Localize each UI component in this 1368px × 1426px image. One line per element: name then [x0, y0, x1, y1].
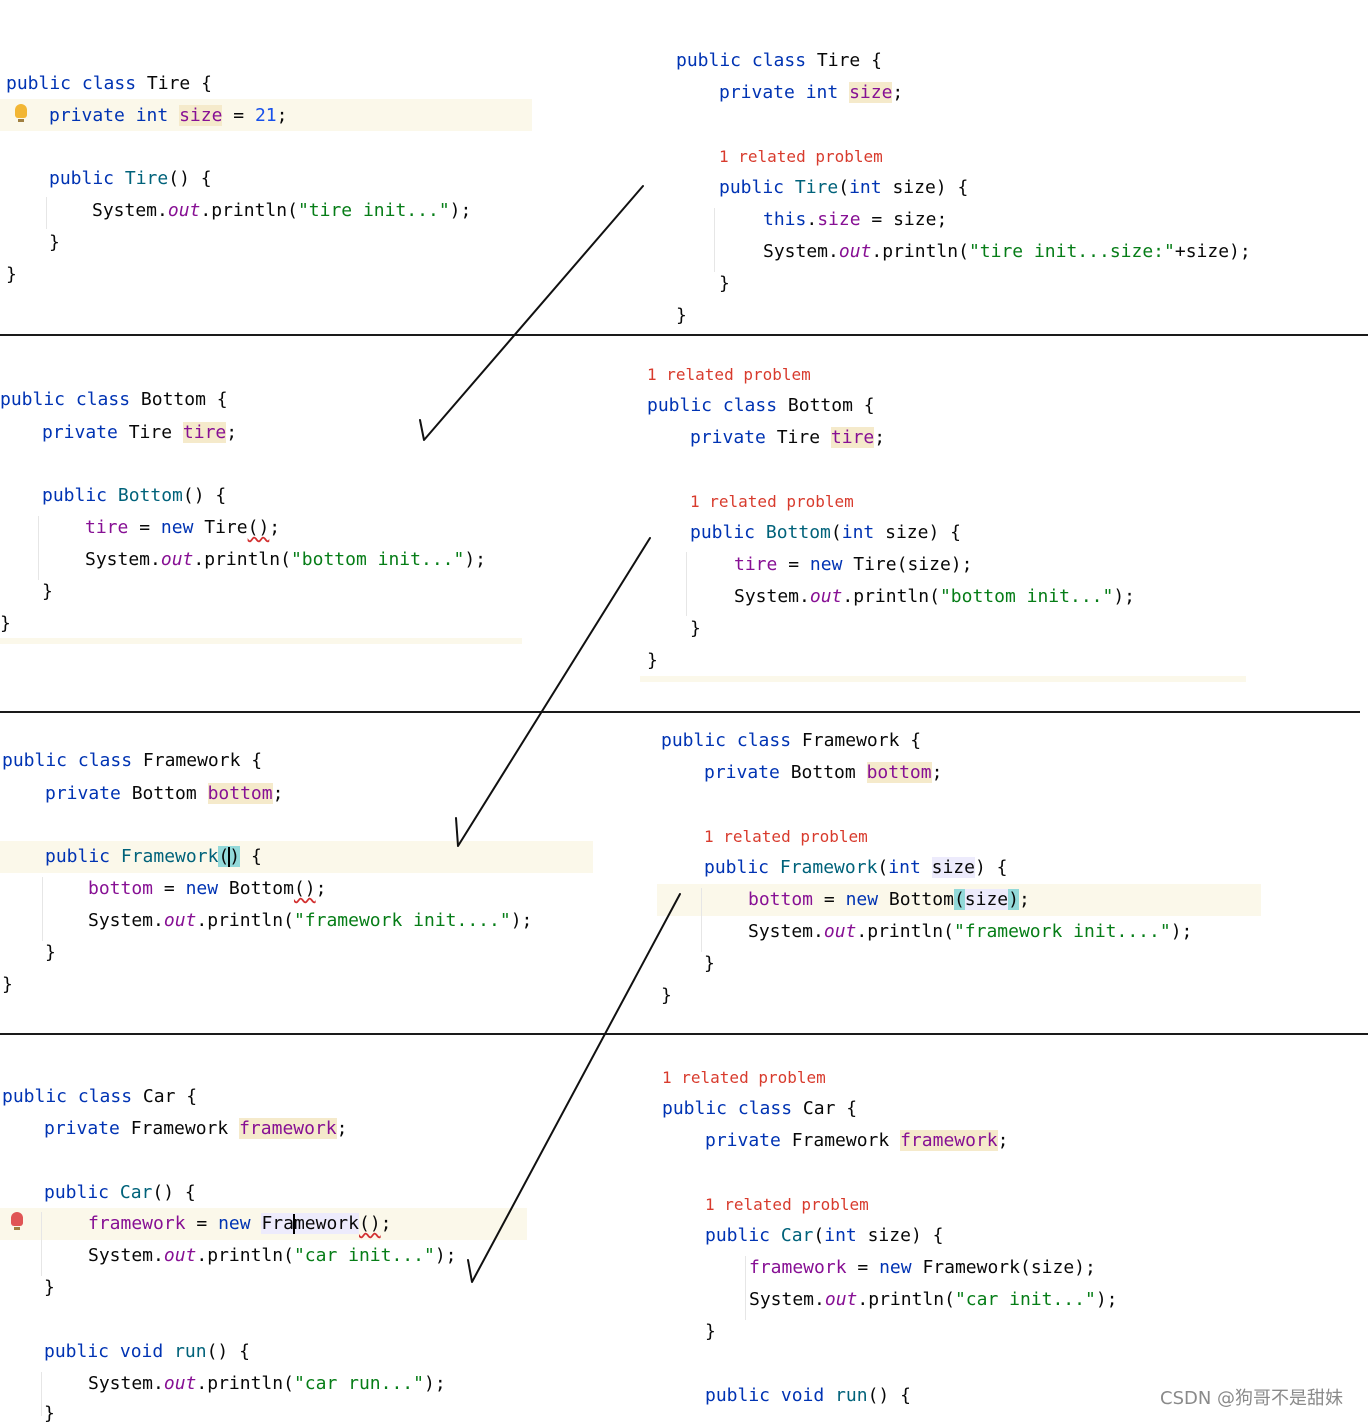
code-line: } — [661, 985, 672, 1006]
code-line: } — [45, 942, 56, 963]
code-line: } — [44, 1403, 55, 1424]
arrow-tire-to-bottom — [419, 185, 644, 441]
indent-guide — [686, 552, 687, 616]
code-line: System.out.println("car init..."); — [88, 1245, 457, 1266]
code-line: System.out.println("tire init..."); — [92, 200, 472, 221]
indent-guide — [714, 208, 715, 272]
code-line: System.out.println("tire init...size:"+s… — [763, 241, 1251, 262]
indent-guide — [41, 1212, 42, 1276]
text-cursor — [228, 847, 231, 867]
code-line: public class Framework { — [661, 730, 922, 751]
code-line: } — [44, 1277, 55, 1298]
code-line: public Car(int size) { — [705, 1225, 944, 1246]
code-line: } — [647, 650, 658, 671]
section-divider — [0, 711, 1360, 713]
code-line: public class Framework { — [2, 750, 263, 771]
code-line: public Bottom() { — [42, 485, 227, 506]
related-problem-hint[interactable]: 1 related problem — [690, 492, 854, 511]
code-line: public class Tire { — [676, 50, 882, 71]
code-line: private int size; — [719, 82, 904, 103]
code-line: System.out.println("framework init....")… — [748, 921, 1193, 942]
highlighted-row — [0, 638, 522, 644]
code-line: public Framework() { — [45, 846, 262, 867]
code-line: } — [704, 953, 715, 974]
text-cursor — [292, 1214, 295, 1234]
related-problem-hint[interactable]: 1 related problem — [719, 147, 883, 166]
code-line: bottom = new Bottom(); — [88, 878, 327, 899]
arrow-framework-to-car — [467, 893, 681, 1283]
code-line: public class Tire { — [6, 73, 212, 94]
indent-guide — [46, 197, 47, 229]
code-line: bottom = new Bottom(size); — [748, 889, 1030, 910]
arrow-bottom-to-framework — [455, 537, 651, 847]
highlighted-row — [0, 99, 532, 131]
code-line: private Bottom bottom; — [704, 762, 943, 783]
code-line: private Framework framework; — [705, 1130, 1009, 1151]
code-line: } — [42, 581, 53, 602]
code-line: } — [690, 618, 701, 639]
code-line: public void run() { — [705, 1385, 911, 1406]
code-line: public class Car { — [2, 1086, 198, 1107]
indent-guide — [41, 1372, 42, 1416]
indent-guide — [42, 877, 43, 941]
code-line: } — [2, 974, 13, 995]
code-line: } — [0, 613, 11, 634]
code-line: public void run() { — [44, 1341, 250, 1362]
code-line: tire = new Tire(size); — [734, 554, 973, 575]
code-line: private Bottom bottom; — [45, 783, 284, 804]
section-divider — [0, 334, 1368, 336]
code-line: System.out.println("car run..."); — [88, 1373, 446, 1394]
code-line: } — [676, 305, 687, 326]
code-line: this.size = size; — [763, 209, 948, 230]
highlighted-row — [640, 676, 1246, 682]
indent-guide — [745, 1256, 746, 1320]
code-line: public class Car { — [662, 1098, 858, 1119]
related-problem-hint[interactable]: 1 related problem — [704, 827, 868, 846]
code-line: } — [6, 264, 17, 285]
related-problem-hint[interactable]: 1 related problem — [647, 365, 811, 384]
code-line: public Tire() { — [49, 168, 212, 189]
code-line: private Tire tire; — [690, 427, 886, 448]
code-line: private Framework framework; — [44, 1118, 348, 1139]
code-line: private Tire tire; — [42, 422, 238, 443]
error-bulb-icon[interactable] — [11, 1212, 23, 1230]
highlighted-row — [0, 841, 593, 873]
code-line: framework = new Framework(size); — [749, 1257, 1096, 1278]
watermark: CSDN @狗哥不是甜妹 — [1160, 1388, 1344, 1409]
code-line: System.out.println("bottom init..."); — [85, 549, 487, 570]
code-line: public class Bottom { — [647, 395, 875, 416]
code-line: public Bottom(int size) { — [690, 522, 961, 543]
code-line: } — [705, 1321, 716, 1342]
code-line: tire = new Tire(); — [85, 517, 281, 538]
indent-guide — [38, 516, 39, 580]
indent-guide — [701, 888, 702, 952]
related-problem-hint[interactable]: 1 related problem — [705, 1195, 869, 1214]
related-problem-hint[interactable]: 1 related problem — [662, 1068, 826, 1087]
code-line: public class Bottom { — [0, 389, 228, 410]
lightbulb-icon[interactable] — [15, 104, 27, 122]
code-line: private int size = 21; — [49, 105, 288, 126]
code-line: System.out.println("bottom init..."); — [734, 586, 1136, 607]
code-line: System.out.println("framework init....")… — [88, 910, 533, 931]
code-line: framework = new Framework(); — [88, 1213, 392, 1234]
code-line: } — [719, 273, 730, 294]
code-line: public Tire(int size) { — [719, 177, 969, 198]
code-line: System.out.println("car init..."); — [749, 1289, 1118, 1310]
code-line: } — [49, 232, 60, 253]
section-divider — [0, 1033, 1368, 1035]
code-line: public Car() { — [44, 1182, 196, 1203]
code-line: public Framework(int size) { — [704, 857, 1008, 878]
